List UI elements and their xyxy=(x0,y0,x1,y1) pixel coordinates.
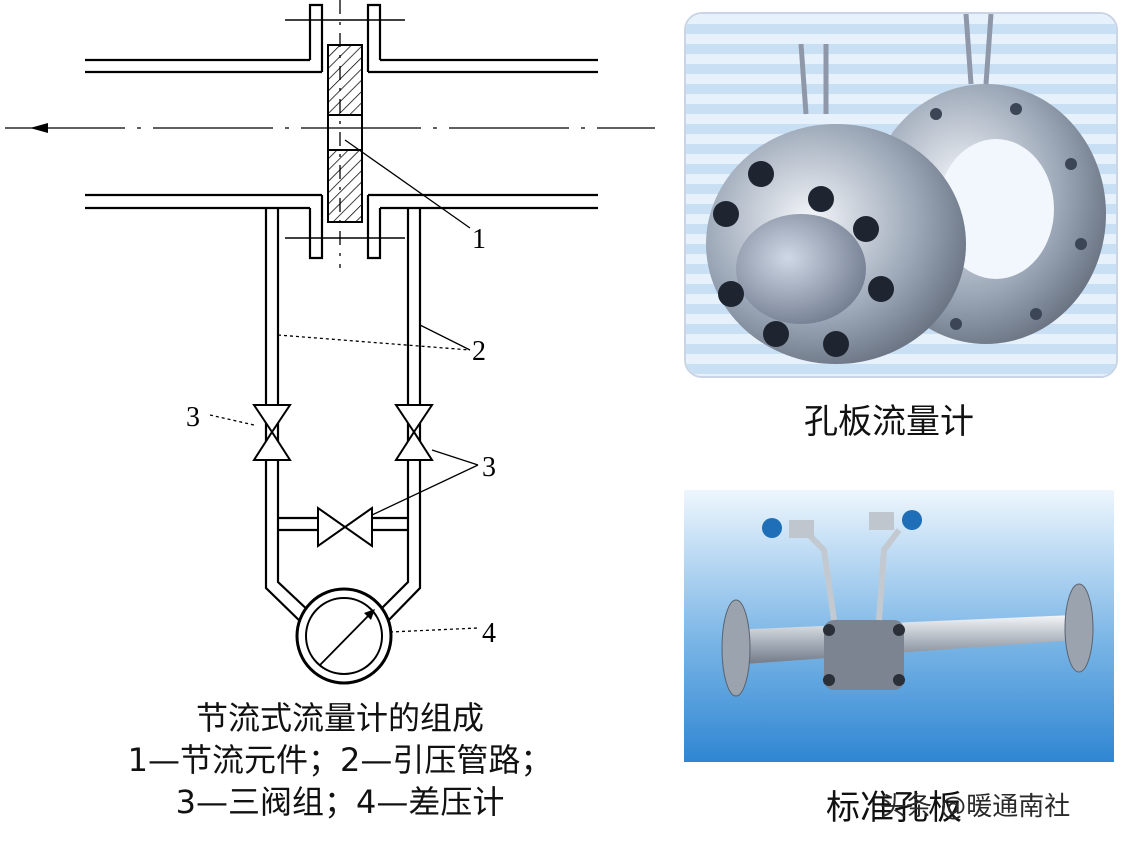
gauge-needle xyxy=(319,611,373,666)
flange-bottom-right xyxy=(366,195,382,260)
differential-pressure-gauge xyxy=(295,587,393,685)
impulse-line-left-outer xyxy=(264,208,306,627)
label-4: 4 xyxy=(482,618,496,649)
flange-top-left xyxy=(308,3,324,72)
impulse-line-right-outer xyxy=(382,208,422,627)
label-3-left: 3 xyxy=(186,402,200,433)
label-1: 1 xyxy=(472,224,486,255)
flowmeter-schematic: 1 2 3 3 4 xyxy=(5,0,655,685)
flange-bottom-left xyxy=(308,195,324,260)
impulse-line-left-inner xyxy=(276,208,313,615)
impulse-line-right-inner xyxy=(375,208,410,615)
orifice-plate-lower xyxy=(327,149,363,223)
flow-arrow xyxy=(30,123,48,133)
flange-top-right xyxy=(366,3,382,72)
orifice-flowmeter-photo xyxy=(684,12,1118,378)
standard-orifice-photo xyxy=(684,490,1114,762)
orifice-flowmeter-caption: 孔板流量计 xyxy=(804,402,974,442)
valve-left xyxy=(252,404,292,461)
standard-orifice-caption: 标准孔板 xyxy=(826,788,962,828)
label-3-right: 3 xyxy=(482,452,496,483)
caption-title: 节流式流量计的组成 xyxy=(195,699,484,737)
valve-balance xyxy=(317,506,373,548)
caption-line-1: 1—节流元件；2—引压管路； xyxy=(127,741,553,779)
label-2: 2 xyxy=(472,336,486,367)
valve-right xyxy=(394,404,434,461)
orifice-plate-upper xyxy=(327,44,363,116)
watermark: 头条 @暖通南社 xyxy=(880,792,1071,822)
caption-line-2: 3—三阀组；4—差压计 xyxy=(175,783,505,821)
